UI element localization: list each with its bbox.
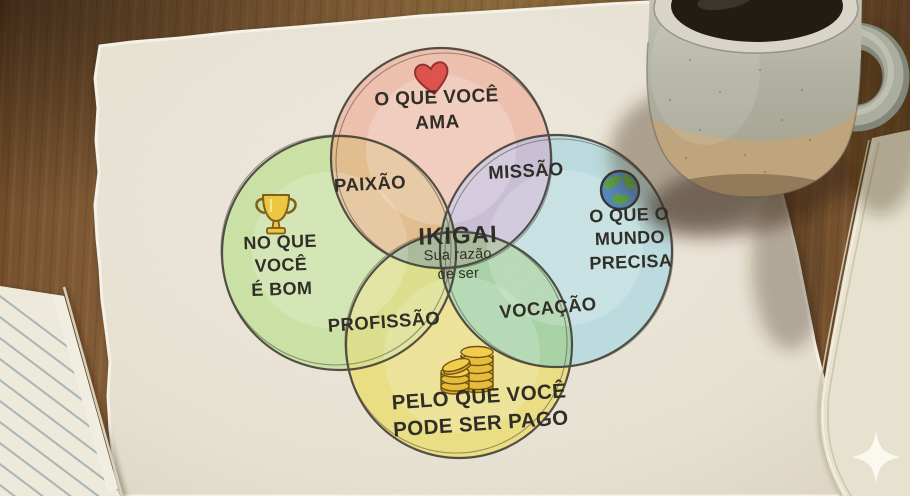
notebook-page — [0, 286, 124, 496]
coffee-surface — [671, 0, 843, 42]
label-what-world-needs: O QUE O MUNDO PRECISA — [588, 203, 673, 274]
label-what-you-can-be-paid-for: PELO QUE VOCÊ PODE SER PAGO — [390, 379, 570, 442]
label-what-you-love: O QUE VOCÊ AMA — [374, 85, 500, 134]
label-profession: PROFISSÃO — [327, 307, 441, 336]
coffee-mug — [646, 0, 910, 198]
page-edges — [816, 139, 880, 496]
label-mission: MISSÃO — [487, 158, 565, 183]
diagram-subtitle: Sua razão de ser — [423, 245, 492, 283]
label-vocation: VOCAÇÃO — [498, 292, 598, 323]
card-stack — [816, 130, 910, 496]
label-what-you-are-good-at: NO QUE VOCÊ É BOM — [243, 230, 318, 300]
notebook-ruled-lines — [0, 286, 120, 496]
sparkle-icon — [852, 431, 900, 483]
label-passion: PAIXÃO — [333, 171, 407, 196]
